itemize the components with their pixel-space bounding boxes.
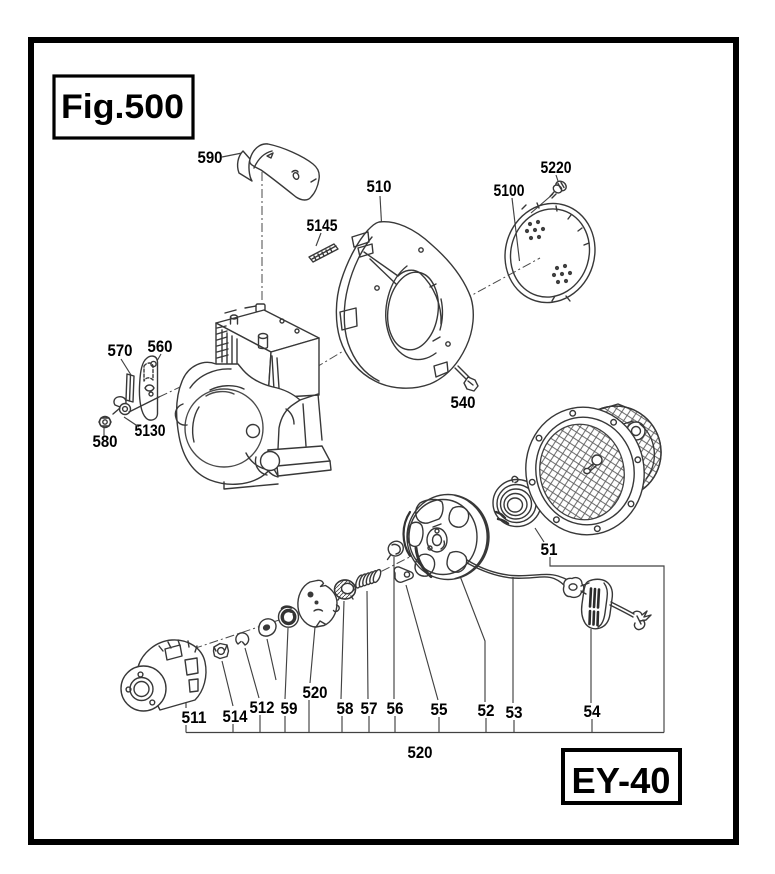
svg-text:53: 53: [506, 703, 523, 722]
svg-text:510: 510: [367, 177, 392, 196]
svg-text:511: 511: [182, 708, 207, 727]
svg-text:51: 51: [541, 540, 558, 559]
svg-text:5130: 5130: [135, 421, 166, 440]
svg-text:560: 560: [148, 337, 173, 356]
svg-text:5100: 5100: [494, 181, 525, 200]
svg-text:5145: 5145: [307, 216, 338, 235]
svg-text:EY-40: EY-40: [572, 760, 671, 801]
svg-text:520: 520: [408, 743, 433, 762]
svg-text:57: 57: [361, 699, 378, 718]
svg-text:56: 56: [387, 699, 404, 718]
svg-text:Fig.500: Fig.500: [61, 88, 184, 126]
svg-text:580: 580: [93, 432, 118, 451]
svg-text:570: 570: [108, 341, 133, 360]
svg-text:512: 512: [250, 698, 275, 717]
svg-text:52: 52: [478, 701, 495, 720]
svg-text:55: 55: [431, 700, 448, 719]
svg-text:590: 590: [198, 148, 223, 167]
svg-text:58: 58: [337, 699, 354, 718]
svg-text:514: 514: [223, 707, 248, 726]
svg-text:5220: 5220: [541, 158, 572, 177]
svg-text:54: 54: [584, 702, 601, 721]
svg-text:520: 520: [303, 683, 328, 702]
svg-text:540: 540: [451, 393, 476, 412]
svg-text:59: 59: [281, 699, 298, 718]
